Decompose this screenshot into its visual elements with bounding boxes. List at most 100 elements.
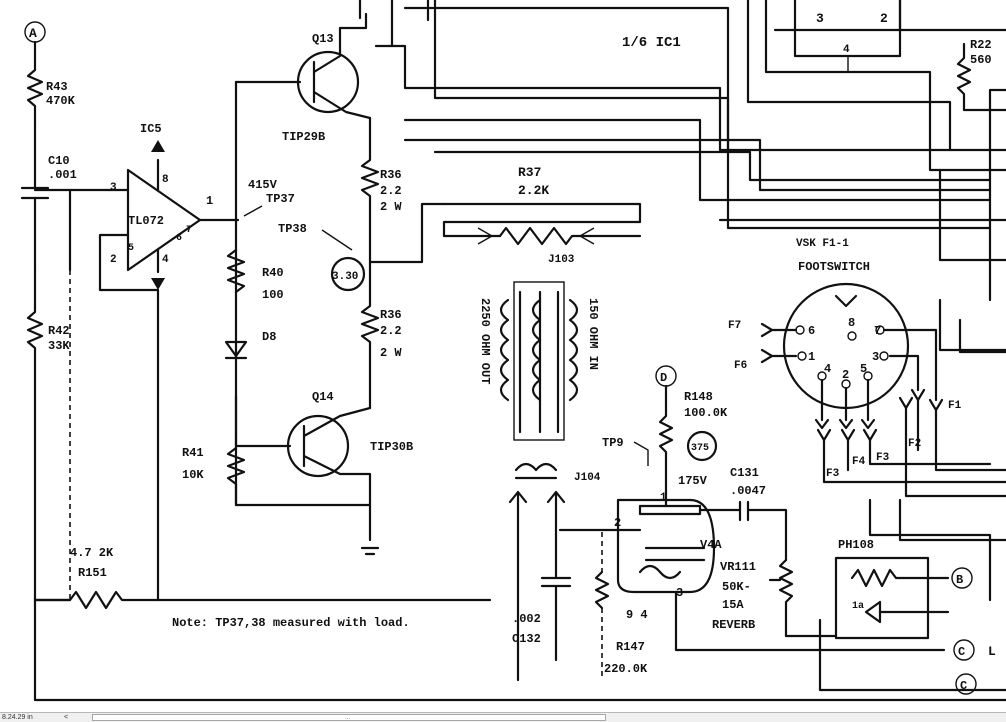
r43-label: R43 [46, 80, 68, 94]
q14-label: Q14 [312, 390, 334, 404]
r22-label: R22 [970, 38, 992, 52]
r151-value: 4.7 2K [70, 546, 114, 560]
f2-label: F2 [908, 438, 921, 450]
tp38-value: 3.30 [332, 271, 358, 283]
node-c-upper-marker [953, 639, 975, 661]
socket-pin3: 3 [872, 350, 879, 364]
capacitor-c132: .002 C132 [512, 558, 572, 662]
ic5-pin3: 3 [110, 182, 117, 194]
resistor-r42: R42 33K [26, 268, 72, 602]
socket-pin2: 2 [842, 368, 849, 382]
capacitor-c10: C10 .001 [20, 124, 112, 272]
transformer-primary-label: 2250 OHM OUT [478, 298, 492, 384]
tp9-pointer [633, 441, 649, 466]
r148-label: R148 [684, 390, 713, 404]
node-c-lower-marker [955, 673, 977, 695]
footswitch-wiring: F7 F6 F1 F2 F3 F3 F4 [728, 318, 1006, 692]
transformer-frame [513, 281, 565, 441]
socket-pin1: 1 [808, 350, 815, 364]
ph108-frame [834, 556, 930, 640]
q13-body [296, 50, 360, 114]
resistor-r151: 4.7 2K R151 [33, 546, 1006, 702]
jack-j104: J104 [508, 462, 601, 682]
test-point-tp38: 3.30 [330, 256, 366, 292]
resistor-r38-top: R36 2.2 2 W [360, 116, 402, 302]
photocoupler-ph108: PH108 1a [834, 538, 950, 640]
opamp-ic5: IC5 TL072 3 2 8 4 5 7 6 1 [98, 122, 240, 602]
ph108-led: 1a [852, 601, 864, 612]
c131-label: C131 [730, 466, 759, 480]
scrollbar-grip-icon[interactable]: ... [345, 715, 351, 721]
tp37-pointer [243, 205, 263, 217]
q13-label: Q13 [312, 32, 334, 46]
ic5-pin8: 8 [162, 174, 169, 186]
scroll-left-arrow-icon[interactable]: < [64, 714, 69, 721]
r42-value: 33K [48, 339, 70, 353]
resistor-r41: R41 10K [182, 430, 246, 507]
resistor-r22: R22 560 [956, 38, 1006, 112]
node-c-upper: C L [953, 639, 996, 661]
tp9-marker [686, 430, 718, 462]
socket-pin5: 5 [860, 362, 867, 376]
node-d: D [655, 365, 677, 472]
vr111-value: 50K- [722, 580, 751, 594]
r42-label: R42 [48, 324, 70, 338]
resistor-r38-bottom: R36 2.2 2 W [360, 298, 402, 410]
tp9-label: TP9 [602, 436, 624, 450]
r36-top-label: R36 [380, 168, 402, 182]
v4a-pin1: 1 [660, 492, 667, 504]
node-a-label: A [29, 26, 37, 41]
r151-label: R151 [78, 566, 107, 580]
f1-label: F1 [948, 400, 962, 412]
node-c-lower: C [955, 673, 977, 695]
ic5-pin7: 7 [186, 225, 192, 236]
r40-label: R40 [262, 266, 284, 280]
tp37-label: TP37 [266, 192, 295, 206]
vr111-taper: 15A [722, 598, 744, 612]
r36-top-value: 2.2 [380, 184, 402, 198]
node-b-marker [951, 567, 973, 589]
voltage-175: 175V [678, 474, 708, 488]
diode-d8: D8 [224, 330, 276, 360]
r40-value: 100 [262, 288, 284, 302]
capacitor-c131: C131 .0047 [730, 466, 788, 562]
tp38-pointer [321, 229, 353, 251]
resistor-r40: R40 100 [226, 248, 284, 302]
f7-label: F7 [728, 320, 741, 332]
c10-value: .001 [48, 168, 77, 182]
socket-pin4: 4 [824, 362, 831, 376]
v4a-label: V4A [700, 538, 722, 552]
node-b: B [951, 567, 973, 589]
tube-v4a: 2 V4A 1 3 9 4 [558, 468, 742, 622]
ic5-pin5: 5 [128, 243, 134, 254]
r147-label: R147 [616, 640, 645, 654]
d8-label: D8 [262, 330, 276, 344]
f3a-label: F3 [826, 468, 840, 480]
tp9-value: 375 [691, 443, 709, 454]
q14-type: TIP30B [370, 440, 413, 454]
r41-label: R41 [182, 446, 204, 460]
c131-value: .0047 [730, 484, 766, 498]
r147-value: 220.0K [604, 662, 648, 676]
ic5-type: TL072 [128, 214, 164, 228]
socket-pin6: 6 [808, 324, 815, 338]
footswitch-label: FOOTSWITCH [798, 260, 870, 274]
node-c-upper-label: C [958, 645, 965, 659]
ic1-pin3-label: 3 [816, 11, 824, 26]
ic5-pin2: 2 [110, 254, 117, 266]
j104-label: J104 [574, 472, 601, 484]
q14-body [286, 414, 350, 478]
ic1-label: 1/6 IC1 [622, 35, 681, 51]
tp38-label: TP38 [278, 222, 307, 236]
horizontal-scrollbar[interactable]: ... [92, 714, 606, 721]
q13-type: TIP29B [282, 130, 325, 144]
r36-bottom-value: 2.2 [380, 324, 402, 338]
f6-label: F6 [734, 360, 747, 372]
vr111-name: REVERB [712, 618, 755, 632]
v4a-pins: 9 4 [626, 608, 648, 622]
r43-value: 470K [46, 94, 76, 108]
ic1-pin4-label: 4 [843, 44, 850, 56]
r37-value: 2.2K [518, 183, 549, 198]
r22-value: 560 [970, 53, 992, 67]
wiring-bundle [358, 0, 1006, 352]
